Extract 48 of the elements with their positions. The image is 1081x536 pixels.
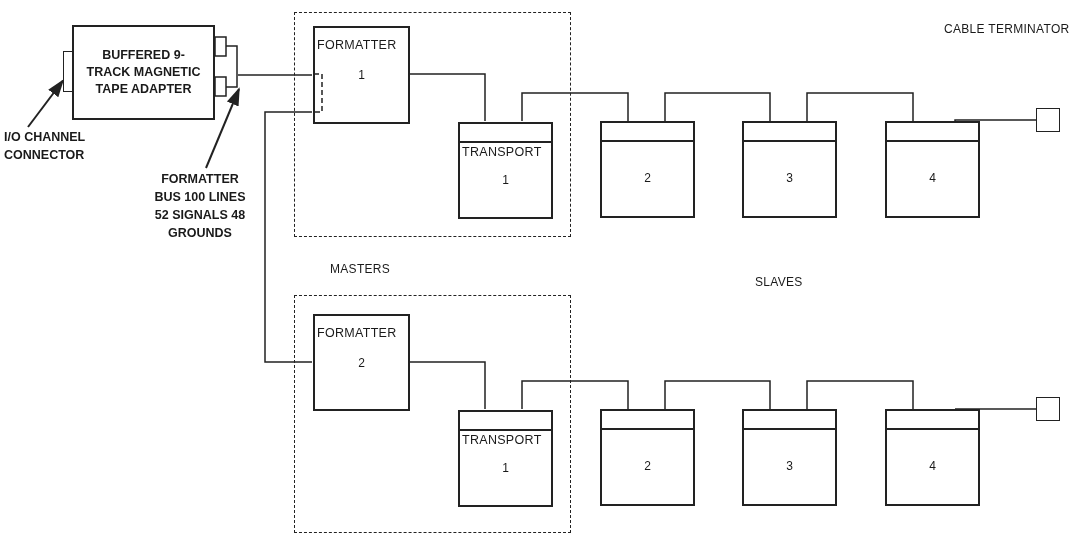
dashed-group-box: [294, 12, 571, 237]
cable-line: [954, 408, 1037, 410]
cable-line: [237, 74, 313, 76]
formatter-box: [313, 314, 410, 411]
node-title: TRANSPORT: [461, 145, 543, 159]
node-number: 2: [644, 459, 651, 473]
transport-box: [885, 121, 980, 218]
node-number: 2: [358, 356, 365, 370]
adapter-box: [72, 25, 238, 120]
node-number: 3: [786, 459, 793, 473]
formatter-box: [313, 26, 410, 124]
dashed-group-box: [294, 295, 571, 533]
connector-pin: [63, 51, 72, 92]
node-number: 1: [502, 461, 509, 475]
terminator-box: [1036, 397, 1060, 421]
node-number: 3: [786, 171, 793, 185]
adapter-title: BUFFERED 9-TRACK MAGNETIC TAPE ADAPTER: [85, 47, 202, 98]
node-number: 4: [929, 171, 936, 185]
transport-box: [885, 409, 980, 506]
node-number: 4: [929, 459, 936, 473]
group-label: CABLE TERMINATOR: [944, 22, 1070, 36]
cable-line: [806, 92, 914, 122]
transport-box: [600, 121, 695, 218]
leader-arrow: [205, 87, 240, 169]
terminator-box: [1036, 108, 1060, 132]
node-title: FORMATTER: [316, 38, 398, 52]
node-title: FORMATTER: [316, 326, 398, 340]
node-number: 1: [358, 68, 365, 82]
callout-label: FORMATTER BUS 100 LINES 52 SIGNALS 48 GROUNDS: [152, 170, 248, 288]
node-title: TRANSPORT: [461, 433, 543, 447]
cable-line: [806, 380, 914, 410]
cable-line: [664, 380, 771, 410]
node-number: 2: [644, 171, 651, 185]
cable-line: [521, 92, 629, 122]
transport-box: [458, 410, 553, 507]
transport-box: [742, 409, 837, 506]
cable-line: [664, 92, 771, 122]
cable-line: [521, 380, 629, 410]
node-number: 1: [502, 173, 509, 187]
transport-box: [742, 121, 837, 218]
cable-line: [264, 111, 313, 363]
leader-arrow: [27, 79, 65, 128]
transport-box: [458, 122, 553, 219]
group-label: MASTERS: [330, 262, 391, 276]
group-label: SLAVES: [755, 275, 803, 289]
transport-box: [600, 409, 695, 506]
cable-line: [954, 119, 1037, 122]
callout-label: I/O CHANNEL CONNECTOR: [4, 128, 122, 164]
